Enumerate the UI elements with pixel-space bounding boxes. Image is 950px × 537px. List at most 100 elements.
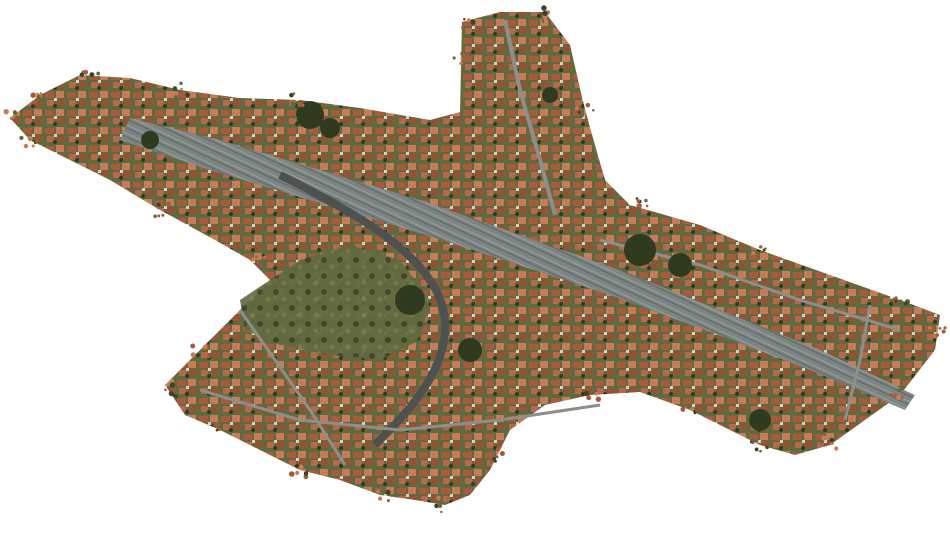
road-southwest — [238, 309, 347, 466]
fringe-point — [636, 199, 641, 203]
fringe-point — [896, 394, 902, 401]
fringe-point — [938, 327, 942, 330]
fringe-point — [380, 489, 386, 495]
fringe-point — [254, 255, 258, 259]
fringe-point — [382, 486, 386, 490]
fringe-point — [434, 503, 439, 509]
fringe-point — [686, 405, 690, 409]
fringe-point — [23, 143, 29, 149]
fringe-point — [190, 352, 196, 358]
fringe-point — [292, 92, 296, 95]
fringe-point — [11, 115, 16, 119]
fringe-point — [765, 254, 769, 259]
fringe-point — [499, 451, 505, 457]
fringe-point — [579, 113, 584, 118]
fringe-point — [897, 388, 902, 393]
fringe-point — [206, 355, 211, 359]
fringe-point — [680, 406, 686, 412]
fringe-point — [436, 495, 441, 501]
fringe-point — [636, 203, 642, 209]
fringe-point — [303, 471, 309, 476]
fringe-point — [9, 116, 13, 120]
fringe-point — [586, 395, 592, 401]
fringe-point — [164, 388, 167, 392]
fringe-point — [935, 333, 940, 338]
road-east-vertical — [843, 304, 872, 421]
fringe-point — [96, 71, 101, 76]
tree-clusters — [141, 87, 771, 431]
fringe-point — [900, 388, 904, 391]
fringe-point — [298, 102, 304, 108]
fringe-point — [165, 201, 172, 207]
fringe-point — [215, 428, 219, 432]
fringe-point — [758, 245, 763, 249]
fringe-point — [470, 19, 476, 25]
fringe-point — [894, 299, 898, 303]
rail-spur — [278, 171, 450, 448]
fringe-point — [386, 498, 390, 503]
fringe-point — [894, 296, 898, 300]
fringe-point — [465, 53, 469, 57]
fringe-point — [180, 87, 183, 91]
fringe-point — [172, 86, 178, 91]
fringe-point — [592, 391, 596, 394]
fringe-point — [290, 101, 296, 107]
fringe-point — [251, 257, 256, 262]
fringe-point — [928, 326, 932, 330]
fringe-point — [645, 204, 649, 208]
fringe-point — [943, 326, 947, 330]
fringe-point — [574, 106, 579, 111]
fringe-point — [303, 474, 309, 480]
fringe-point — [644, 198, 648, 203]
fringe-point — [463, 18, 466, 21]
fringe-point — [764, 247, 767, 251]
fringe-point — [461, 26, 464, 29]
fringe-point — [751, 250, 756, 256]
point-cloud-fringe — [3, 5, 947, 514]
fringe-point — [830, 441, 835, 445]
fringe-point — [86, 78, 91, 83]
fringe-point — [34, 139, 39, 143]
fringe-point — [462, 52, 467, 57]
fringe-point — [3, 108, 9, 115]
northern-district — [462, 14, 600, 190]
fringe-point — [690, 407, 695, 411]
fringe-point — [19, 135, 24, 140]
fringe-point — [759, 449, 762, 453]
fringe-point — [261, 253, 265, 257]
fringe-point — [541, 5, 547, 11]
fringe-point — [542, 10, 548, 16]
fringe-point — [195, 352, 201, 358]
fringe-point — [452, 56, 456, 60]
road-north-south — [503, 19, 557, 216]
fringe-point — [168, 390, 175, 397]
fringe-point — [79, 72, 85, 78]
fringe-point — [595, 396, 602, 402]
fringe-point — [185, 92, 191, 98]
fringe-point — [157, 214, 161, 218]
fringe-point — [829, 437, 835, 443]
fringe-point — [214, 422, 220, 427]
fringe-point — [765, 445, 769, 450]
fringe-point — [12, 111, 18, 116]
fringe-point — [207, 341, 210, 345]
fringe-point — [258, 259, 264, 265]
fringe-point — [376, 489, 380, 494]
fringe-point — [288, 471, 295, 477]
fringe-point — [298, 464, 304, 470]
fringe-point — [635, 197, 639, 200]
fringe-point — [153, 214, 157, 218]
fringe-point — [495, 455, 499, 459]
fringe-point — [27, 136, 33, 142]
park-area — [240, 245, 430, 360]
fringe-point — [440, 510, 443, 514]
terrain-mass — [10, 12, 940, 505]
fringe-point — [751, 438, 754, 442]
fringe-point — [89, 72, 95, 78]
fringe-point — [488, 459, 494, 464]
fringe-point — [179, 81, 183, 86]
fringe-point — [33, 99, 38, 104]
fringe-point — [585, 102, 591, 108]
